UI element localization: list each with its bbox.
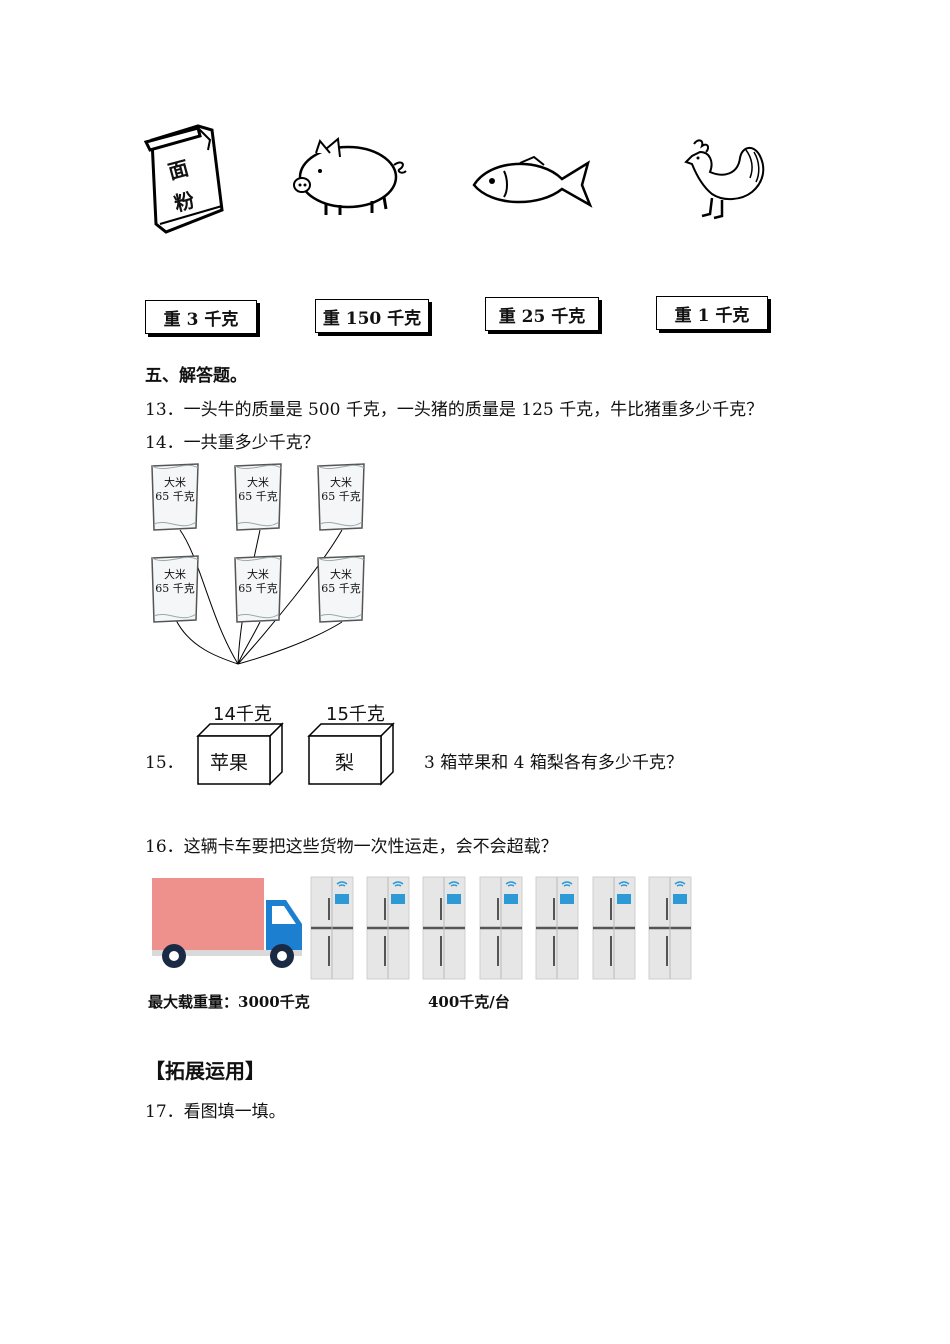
rice-bag-label-1: 大米: [247, 476, 269, 489]
rice-bag-label-2: 65 千克: [238, 490, 278, 503]
question-14: 14．一共重多少千克？: [145, 433, 320, 453]
fridge-icon: [366, 876, 410, 980]
apple-box-weight: 14千克: [213, 704, 272, 725]
fridge-icon: [310, 876, 354, 980]
weight-label-flour: 重 3 千克: [145, 300, 257, 334]
rice-bag-label-2: 65 千克: [321, 582, 361, 595]
pear-box-weight: 15千克: [326, 704, 385, 725]
rice-bag-label-1: 大米: [330, 476, 352, 489]
rice-bag-label-1: 大米: [164, 476, 186, 489]
pear-box: 梨: [307, 722, 397, 788]
question-13: 13．一头牛的质量是 500 千克，一头猪的质量是 125 千克，牛比猪重多少千…: [145, 400, 764, 420]
rice-bag-label-2: 65 千克: [321, 490, 361, 503]
flour-bag-icon: 面 粉: [138, 120, 234, 238]
weight-label-pig: 重 150 千克: [315, 299, 429, 333]
pear-box-label: 梨: [335, 752, 355, 774]
rice-bags-figure: [140, 458, 380, 673]
question-15-number: 15．: [145, 753, 184, 773]
truck-capacity-caption: 最大载重量：3000千克: [148, 993, 310, 1011]
fridge-icon: [422, 876, 466, 980]
rice-bag-label-1: 大米: [164, 568, 186, 581]
pig-icon: [290, 135, 410, 220]
question-15-text: 3 箱苹果和 4 箱梨各有多少千克？: [424, 753, 683, 773]
fridge-icon: [535, 876, 579, 980]
weight-label-rooster: 重 1 千克: [656, 296, 768, 330]
rice-bag-label-1: 大米: [247, 568, 269, 581]
weight-label-fish: 重 25 千克: [485, 297, 599, 331]
question-17: 17．看图填一填。: [145, 1102, 286, 1122]
rice-bag-label-2: 65 千克: [238, 582, 278, 595]
rice-bag-label-2: 65 千克: [155, 490, 195, 503]
question-16: 16．这辆卡车要把这些货物一次性运走，会不会超载？: [145, 837, 558, 857]
section-heading: 五、解答题。: [145, 366, 247, 386]
rice-bags-strings: [175, 529, 343, 665]
apple-box-label: 苹果: [210, 752, 249, 774]
extension-heading: 【拓展运用】: [145, 1059, 265, 1083]
fridge-weight-caption: 400千克/台: [428, 993, 510, 1011]
fridge-icon: [648, 876, 692, 980]
fridge-icon: [479, 876, 523, 980]
apple-box: 苹果: [196, 722, 286, 788]
rice-bag-label-1: 大米: [330, 568, 352, 581]
fish-icon: [470, 155, 595, 210]
truck-icon: [150, 876, 306, 970]
rice-bag-label-2: 65 千克: [155, 582, 195, 595]
rooster-icon: [680, 138, 770, 220]
fridge-icon: [592, 876, 636, 980]
